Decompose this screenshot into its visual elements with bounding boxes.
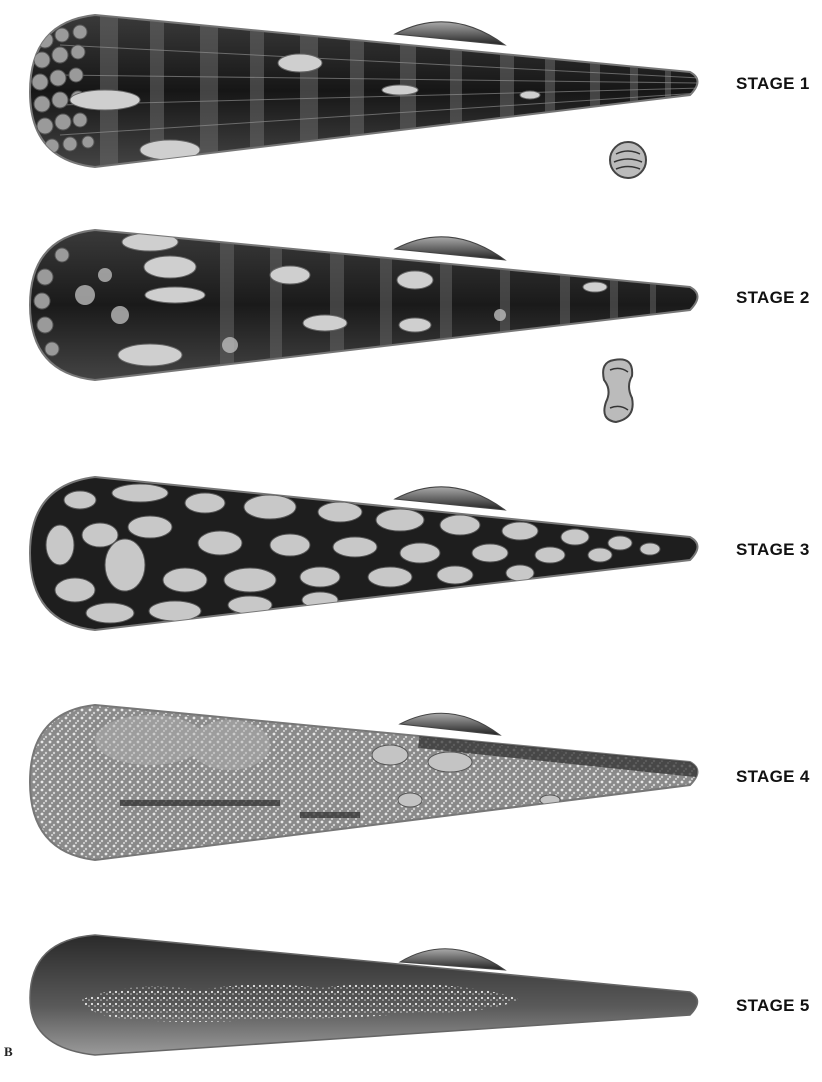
- stage-4-diagram: [0, 700, 822, 865]
- cross-section-icon: [610, 142, 646, 178]
- stage-3-diagram: [0, 465, 822, 640]
- stage-2-diagram: [0, 215, 822, 430]
- stage-5-label: STAGE 5: [736, 996, 810, 1016]
- stage-5-diagram: [0, 930, 822, 1060]
- satellite-cell-hump: [395, 237, 505, 260]
- stage-2-label: STAGE 2: [736, 288, 810, 308]
- satellite-cell-hump: [395, 22, 505, 45]
- stage-3-label: STAGE 3: [736, 540, 810, 560]
- panel-letter: B: [4, 1044, 13, 1060]
- stage-4-label: STAGE 4: [736, 767, 810, 787]
- satellite-cell-hump: [395, 487, 505, 510]
- dividing-cell-icon: [603, 359, 633, 422]
- stage-1-diagram: [0, 0, 822, 200]
- stage-1-label: STAGE 1: [736, 74, 810, 94]
- satellite-cell-hump: [400, 713, 500, 735]
